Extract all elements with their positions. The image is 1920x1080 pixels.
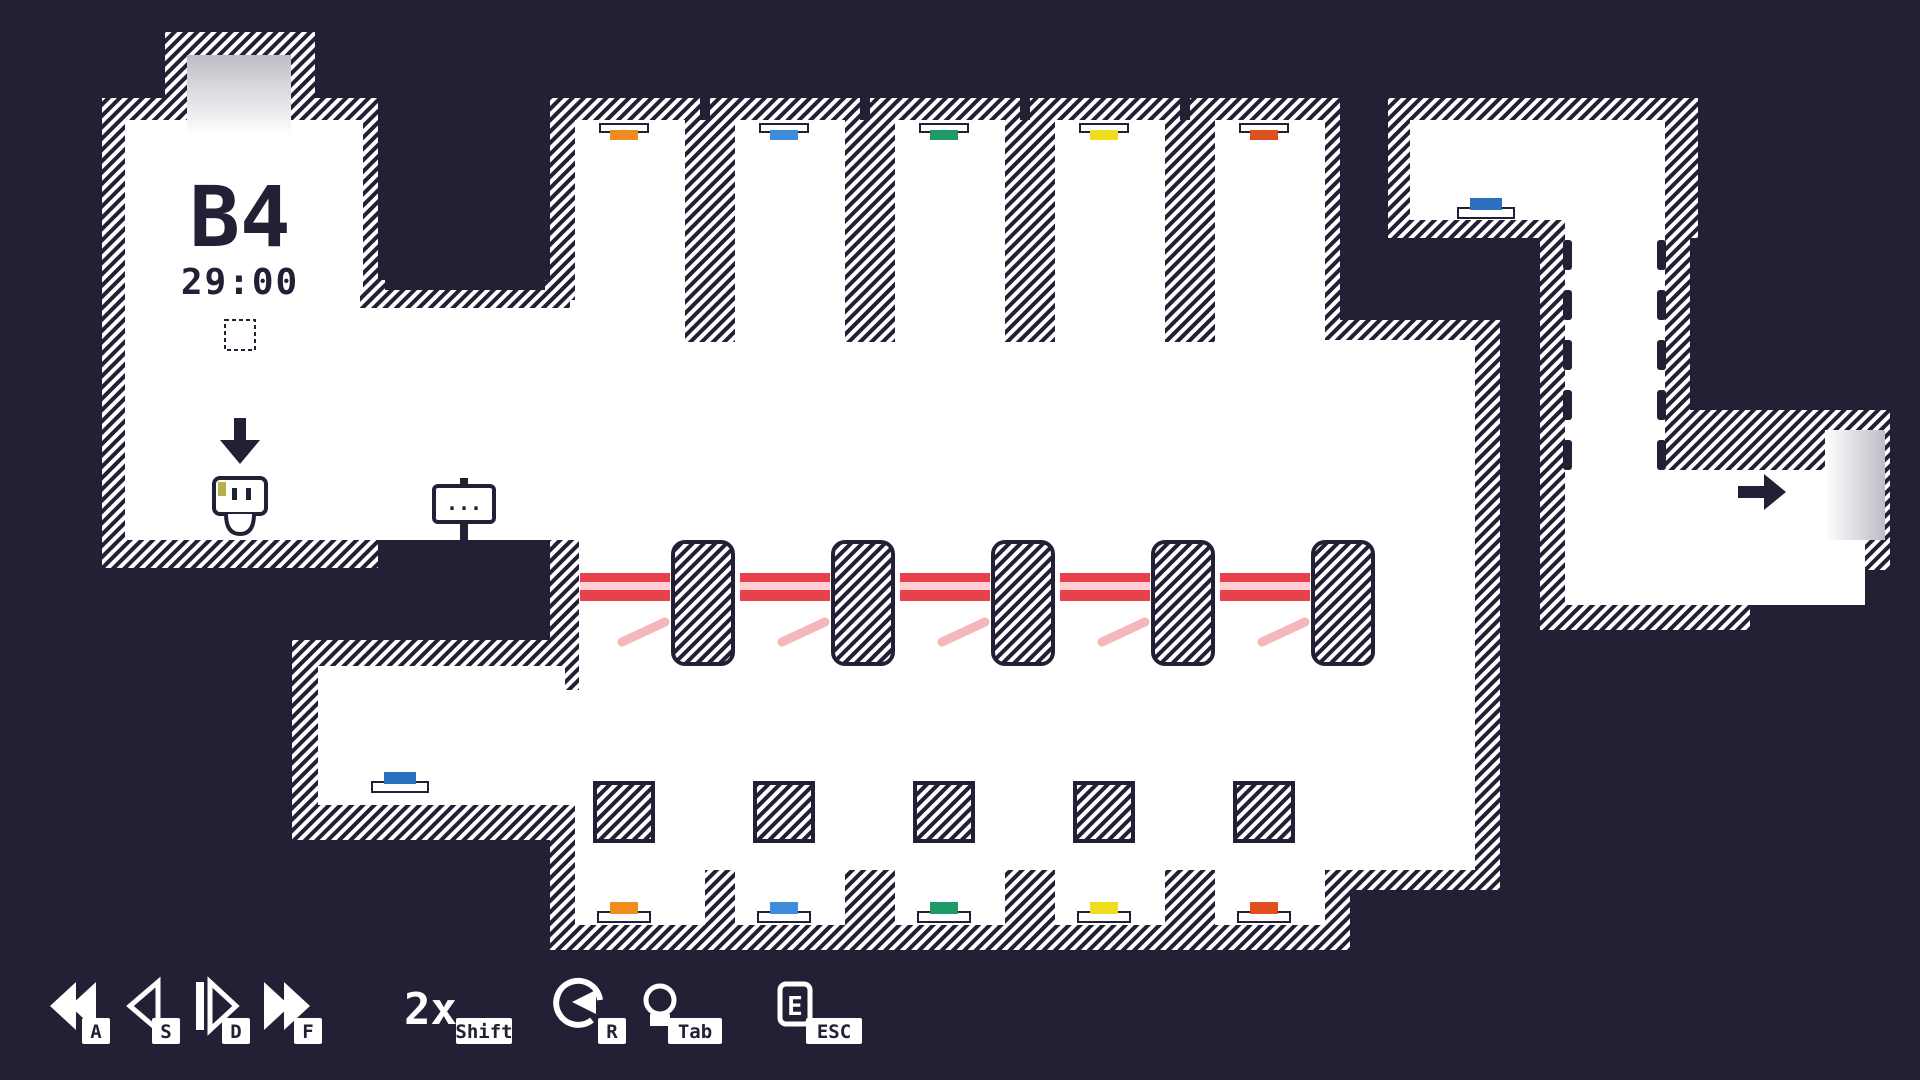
menu-label: E [787,992,803,1022]
exit-arrow-icon [1738,474,1786,510]
button-blue-top [759,123,809,140]
button-green-top [919,123,969,140]
step-back-button[interactable]: S [126,976,180,1044]
lever [617,617,670,647]
restart-button[interactable]: R [553,977,626,1044]
laser-pillar [831,540,895,666]
menu-button[interactable]: E ESC [777,981,862,1044]
button-darkblue-right[interactable] [1457,198,1515,219]
restart-icon [553,977,603,1028]
lever [1257,617,1310,647]
key-label: S [160,1021,171,1043]
player[interactable] [212,418,268,537]
laser-pillar [1311,540,1375,666]
key-label: Shift [455,1021,512,1043]
button-red-top [1239,123,1289,140]
laser-gates [580,540,1375,666]
lever [937,617,990,647]
button-yellow-floor[interactable] [1077,902,1131,923]
speed-label: 2x [404,984,457,1035]
button-orange-floor[interactable] [597,902,651,923]
button-darkblue-left[interactable] [371,772,429,793]
ceiling-buttons [599,123,1289,140]
button-blue-floor[interactable] [757,902,811,923]
floor-buttons [371,198,1515,923]
laser-pillar [1151,540,1215,666]
exit-icon [777,981,813,1027]
controls-bar: A S D F 2x Shift [50,976,862,1044]
down-arrow-icon [220,418,260,464]
lever [1097,617,1150,647]
play-pause-button[interactable]: D [196,976,250,1044]
fast-forward-icon [264,982,290,1030]
dashed-door [1563,240,1666,470]
hint-sign[interactable]: ... [432,478,496,540]
button-red-floor[interactable] [1237,902,1291,923]
key-label: Tab [678,1021,712,1043]
rewind-fast-button[interactable]: A [50,982,110,1044]
hint-button[interactable]: Tab [643,983,722,1044]
level-timer: 29:00 [181,262,299,303]
fast-forward-button[interactable]: F [264,982,322,1044]
key-label: F [302,1021,313,1043]
key-label: ESC [817,1021,851,1043]
laser-pillar [671,540,735,666]
crate[interactable] [1233,781,1295,843]
button-orange-top [599,123,649,140]
collectible-checkbox [224,319,256,351]
lightbulb-icon [643,983,677,1017]
crates [593,781,1295,843]
rewind-icon [50,982,76,1030]
key-label: A [90,1021,102,1043]
button-yellow-top [1079,123,1129,140]
crate[interactable] [593,781,655,843]
lever [777,617,830,647]
level-label: B4 [189,168,290,266]
play-pause-icon [196,982,204,1030]
key-label: R [606,1021,618,1043]
laser-pillar [991,540,1055,666]
key-label: D [230,1021,241,1043]
hud: B4 29:00 [181,168,299,351]
button-green-floor[interactable] [917,902,971,923]
crate[interactable] [753,781,815,843]
step-back-icon [126,976,161,1036]
crate[interactable] [913,781,975,843]
sign-text: ... [446,491,482,515]
wall-pillars [685,120,1685,925]
crate[interactable] [1073,781,1135,843]
speed-toggle-button[interactable]: 2x Shift [404,984,513,1044]
